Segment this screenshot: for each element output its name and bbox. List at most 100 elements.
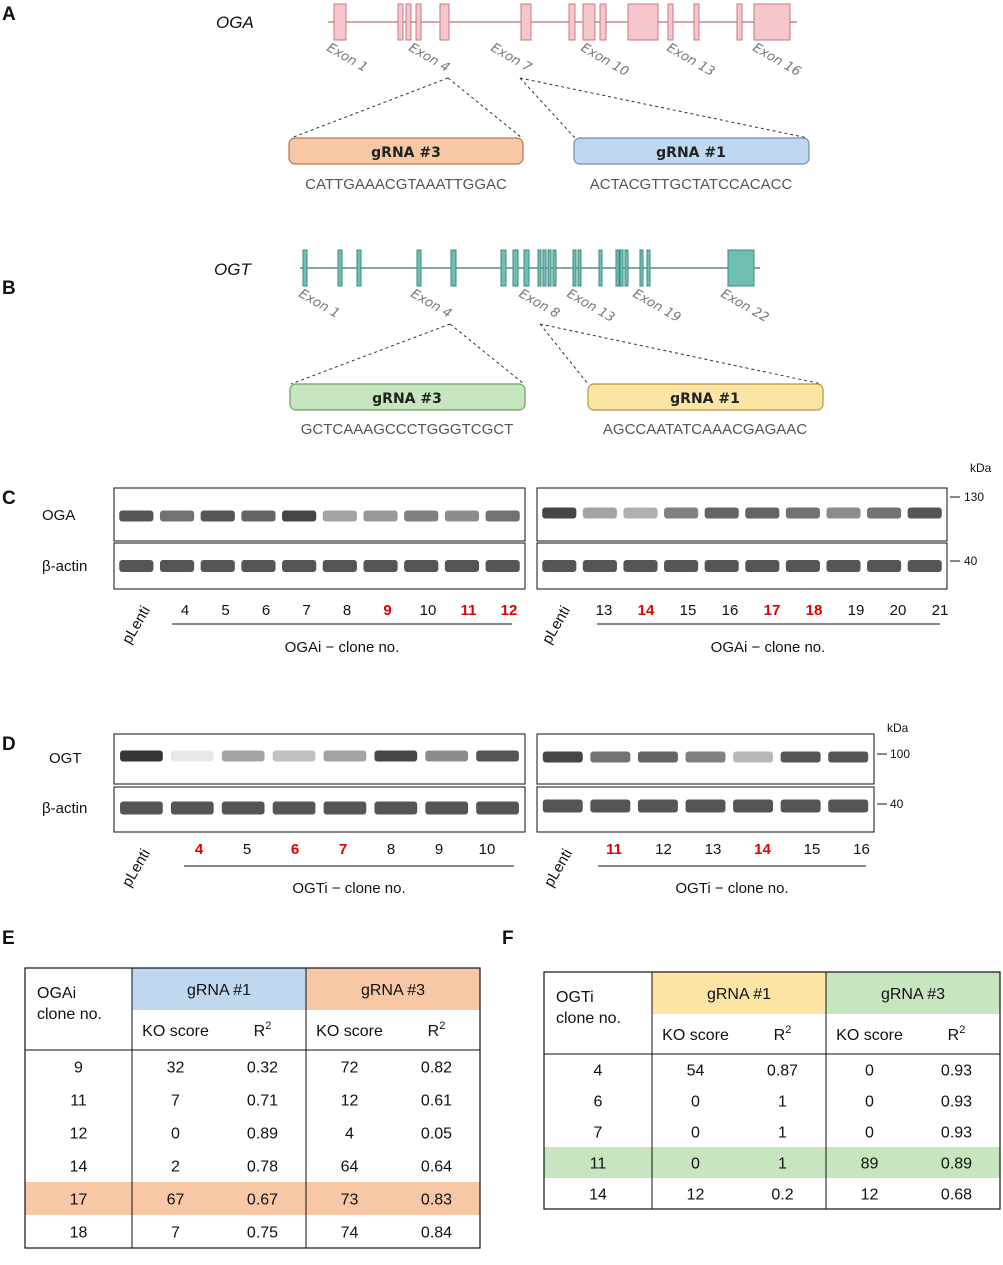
ogt-band bbox=[374, 750, 418, 762]
oga-exon bbox=[520, 3, 532, 41]
actin-band bbox=[907, 560, 942, 572]
lane-label: 7 bbox=[302, 602, 310, 619]
table-cell: 89 bbox=[861, 1156, 879, 1173]
table-cell: 0.93 bbox=[941, 1063, 972, 1080]
oga-band bbox=[119, 510, 154, 522]
lane-label: 10 bbox=[420, 602, 437, 619]
ogt-exon bbox=[500, 249, 507, 287]
table-group-label: gRNA #3 bbox=[361, 982, 425, 999]
oga-exon-label: Exon 7 bbox=[488, 40, 535, 76]
ogt-exon bbox=[523, 249, 530, 287]
table-cell: 0.93 bbox=[941, 1125, 972, 1142]
highlighted-row-bg bbox=[25, 1182, 480, 1215]
ogt-exons bbox=[302, 249, 755, 287]
ogt-band bbox=[476, 750, 519, 762]
lane-label: 8 bbox=[343, 602, 351, 619]
ogt-exon-label: Exon 4 bbox=[408, 286, 454, 321]
ogt-band bbox=[828, 751, 869, 763]
table-group-label: gRNA #3 bbox=[881, 986, 945, 1003]
table-subheader: R2 bbox=[774, 1024, 792, 1044]
oga-band bbox=[867, 507, 902, 519]
lane-label: 5 bbox=[243, 841, 251, 858]
oga-guide-lines bbox=[290, 77, 809, 139]
oga-exon bbox=[693, 3, 700, 41]
ogt-exon bbox=[615, 249, 620, 287]
actin-band bbox=[685, 799, 726, 813]
lane-label: 14 bbox=[638, 602, 655, 619]
ogt-grna1-sequence: AGCCAATATCAAACGAGAAC bbox=[603, 421, 807, 438]
table-cell: 0.87 bbox=[767, 1063, 798, 1080]
oga-band bbox=[826, 507, 861, 519]
oga-grna1-label: gRNA #1 bbox=[656, 145, 726, 161]
table-cell: 0.2 bbox=[771, 1187, 793, 1204]
actin-band bbox=[867, 560, 902, 572]
oga-exon-label: Exon 4 bbox=[406, 40, 452, 75]
table-corner-label: OGAi bbox=[37, 985, 76, 1002]
ogt-grna3-label: gRNA #3 bbox=[372, 391, 442, 407]
ogt-band bbox=[780, 751, 821, 763]
actin-band bbox=[582, 560, 617, 572]
oga-exon bbox=[568, 3, 576, 41]
oga-exon-label: Exon 1 bbox=[324, 40, 370, 75]
ogt-exon bbox=[639, 249, 644, 287]
ogt-exon bbox=[416, 249, 422, 287]
panel-c-kda-unit: kDa bbox=[970, 461, 992, 475]
actin-band bbox=[828, 799, 869, 813]
panel-c-row-label-oga: OGA bbox=[42, 507, 75, 524]
actin-band bbox=[272, 801, 316, 815]
lane-label: 19 bbox=[848, 602, 865, 619]
superscript: 2 bbox=[439, 1020, 445, 1032]
lane-label: 16 bbox=[722, 602, 739, 619]
table-cell: 9 bbox=[74, 1060, 83, 1077]
table-cell: 12 bbox=[861, 1187, 879, 1204]
oga-exon bbox=[753, 3, 791, 41]
actin-band bbox=[664, 560, 699, 572]
lane-label: 12 bbox=[501, 602, 518, 619]
oga-exon bbox=[439, 3, 450, 41]
table-cell: 0 bbox=[865, 1063, 874, 1080]
ogt-exon-label: Exon 22 bbox=[718, 286, 771, 325]
ogt-exon bbox=[302, 249, 308, 287]
ogt-band bbox=[542, 751, 583, 763]
d-right-group-label: OGTi − clone no. bbox=[675, 880, 788, 897]
ogt-exon bbox=[552, 249, 557, 287]
panel-b: B OGT Exon 1 Exon 4 Exon 8 Exon 13 Exon … bbox=[2, 249, 824, 438]
table-cell: 0 bbox=[171, 1126, 180, 1143]
table-cell: 0.64 bbox=[421, 1159, 452, 1176]
table-group-label: gRNA #1 bbox=[707, 986, 771, 1003]
actin-band bbox=[221, 801, 265, 815]
oga-exon bbox=[599, 3, 607, 41]
table-group-label: gRNA #1 bbox=[187, 982, 251, 999]
oga-exon-label: Exon 10 bbox=[578, 40, 631, 79]
lane-label: 11 bbox=[606, 841, 622, 858]
oga-band bbox=[907, 507, 942, 519]
ogt-band bbox=[221, 750, 265, 762]
oga-exon-labels: Exon 1 Exon 4 Exon 7 Exon 10 Exon 13 Exo… bbox=[324, 40, 803, 79]
panel-a: A OGA Exon 1 Exon 4 Exon 7 Exon 10 Exon … bbox=[2, 3, 810, 193]
actin-band bbox=[780, 799, 821, 813]
group-header-bg bbox=[826, 972, 1000, 1014]
oga-exon bbox=[667, 3, 674, 41]
group-header-bg bbox=[132, 968, 306, 1010]
oga-band bbox=[444, 510, 480, 522]
ogt-exon bbox=[537, 249, 542, 287]
table-cell: 0.78 bbox=[247, 1159, 278, 1176]
oga-band bbox=[785, 507, 820, 519]
lane-label: 9 bbox=[383, 602, 391, 619]
lane-label: 20 bbox=[890, 602, 907, 619]
oga-band bbox=[485, 510, 520, 522]
ogt-exon-label: Exon 19 bbox=[630, 286, 683, 325]
oga-grna3-sequence: CATTGAAACGTAAATTGGAC bbox=[305, 176, 507, 193]
actin-band bbox=[542, 560, 577, 572]
panel-f-letter: F bbox=[502, 928, 514, 949]
panel-d-row-label-actin: β-actin bbox=[42, 800, 87, 817]
table-cell: 0.89 bbox=[247, 1126, 278, 1143]
c-marker-130: 130 bbox=[964, 490, 984, 504]
table-cell: 1 bbox=[778, 1156, 787, 1173]
ogt-exon bbox=[624, 249, 629, 287]
